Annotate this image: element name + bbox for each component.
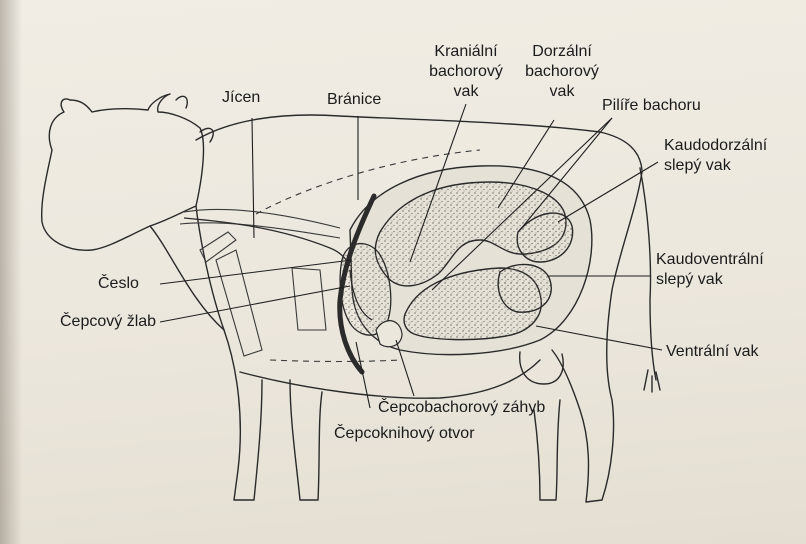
- label-reticular-groove: Čepcový žlab: [60, 312, 156, 332]
- label-ventral-sac: Ventrální vak: [666, 342, 759, 362]
- label-cranial-sac-line2: bachorový: [416, 62, 516, 82]
- cow-back: [196, 115, 642, 170]
- cow-head: [42, 94, 204, 250]
- label-caudodorsal-line1: Kaudodorzální: [664, 136, 767, 156]
- label-caudoventral-line1: Kaudoventrální: [656, 250, 764, 270]
- label-rumen-pillars: Pilíře bachoru: [602, 96, 701, 116]
- label-cranial-sac-line3: vak: [416, 82, 516, 102]
- label-caudodorsal-line2: slepý vak: [664, 156, 731, 176]
- label-diaphragm: Bránice: [327, 90, 381, 110]
- label-dorsal-sac-line3: vak: [512, 82, 612, 102]
- label-reticulo-omasal-orifice: Čepcoknihový otvor: [334, 424, 475, 444]
- label-cranial-sac-line1: Kraniální: [416, 42, 516, 62]
- skeleton: [180, 209, 340, 356]
- cow-belly: [240, 360, 540, 398]
- label-omasal-laminae: Česlo: [98, 274, 139, 294]
- label-caudoventral-line2: slepý vak: [656, 270, 723, 290]
- caudoventral-blind-sac: [498, 264, 551, 312]
- label-dorsal-sac-line2: bachorový: [512, 62, 612, 82]
- label-dorsal-sac-line1: Dorzální: [512, 42, 612, 62]
- label-esophagus: Jícen: [222, 88, 260, 108]
- omasum: [376, 321, 402, 347]
- cow-foreleg-rear: [290, 380, 322, 500]
- cow-horn: [176, 96, 187, 108]
- esophagus: [184, 218, 350, 266]
- label-ruminoreticular-fold: Čepcobachorový záhyb: [378, 398, 545, 418]
